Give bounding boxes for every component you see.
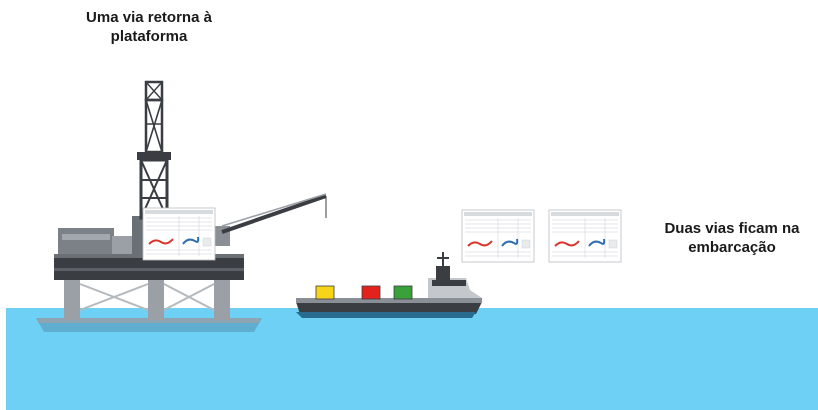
offshore-rig-icon (36, 82, 326, 332)
supply-vessel-icon (296, 252, 482, 318)
form-document-icon (143, 208, 215, 260)
form-document-icon (549, 210, 621, 262)
form-document-icon (462, 210, 534, 262)
